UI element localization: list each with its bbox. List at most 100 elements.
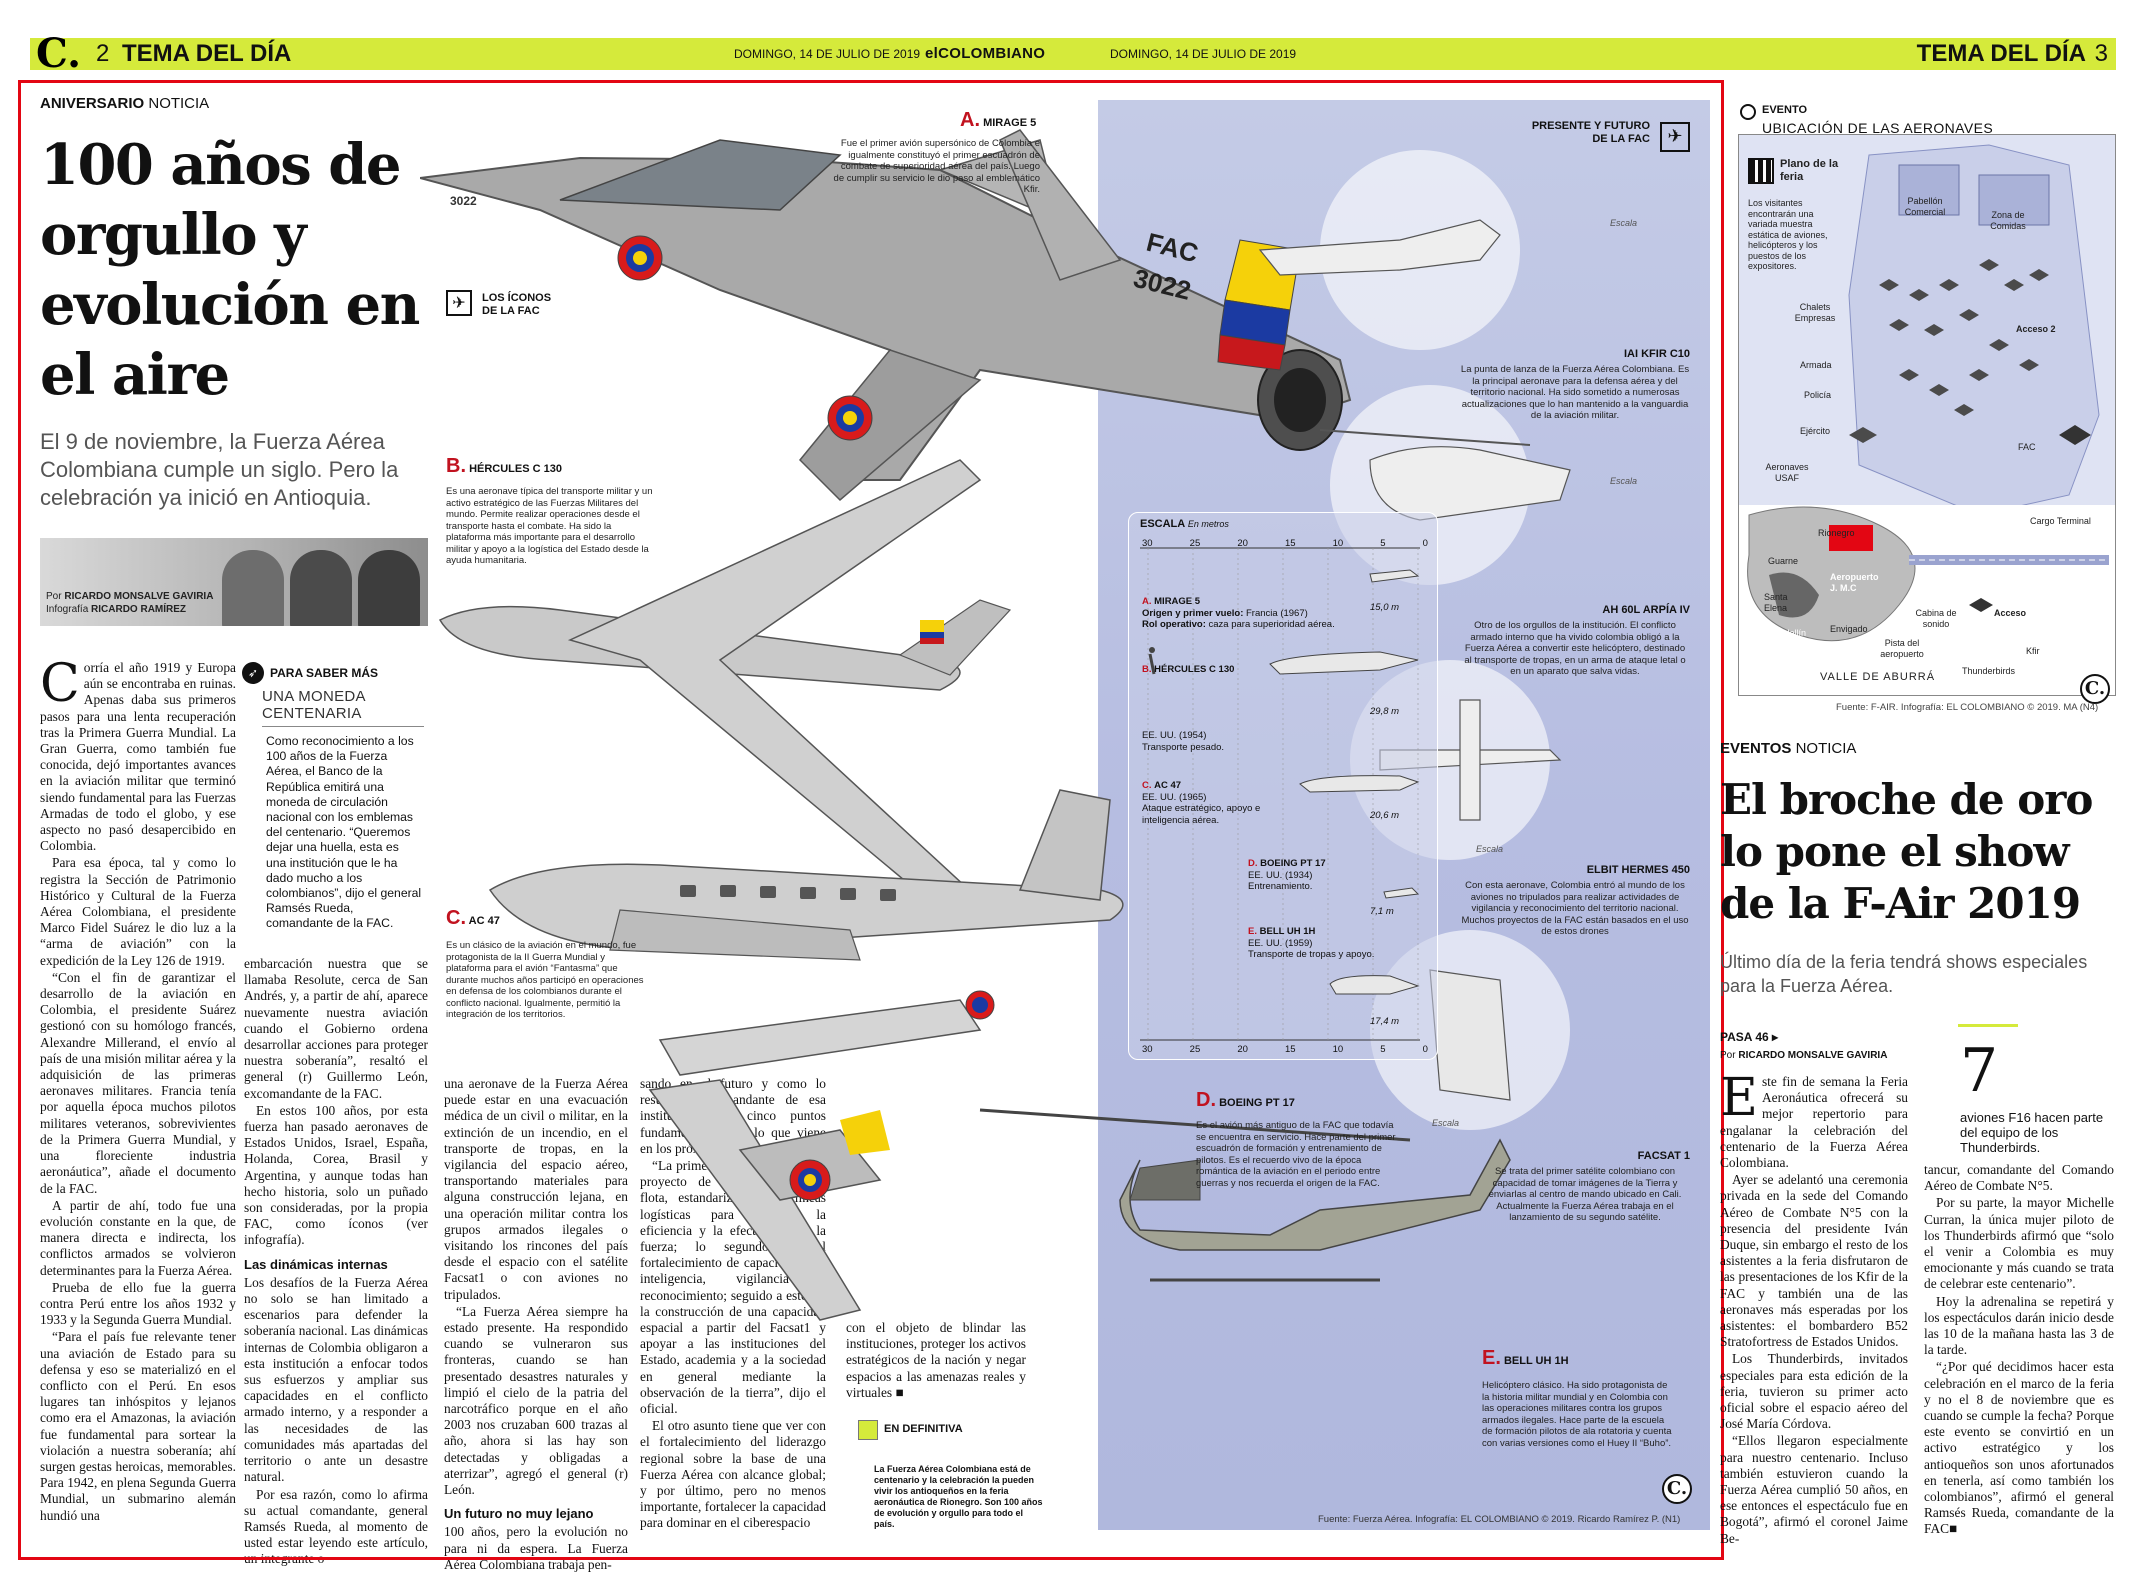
scale-letter: E. <box>1248 926 1257 937</box>
publisher-badge: C. <box>2080 674 2110 704</box>
scale-letter: B. <box>1142 664 1152 675</box>
event-article-subhead: Último día de la feria tendrá shows espe… <box>1720 952 2088 996</box>
author-photo <box>222 550 284 626</box>
map-label-acceso2: Acceso 2 <box>2016 324 2056 334</box>
en-definitiva-text: La Fuerza Aérea Colombiana está de cente… <box>874 1464 1043 1529</box>
scale-tick: 5 <box>1380 1044 1386 1055</box>
scale-line: EE. UU. (1954) <box>1142 730 1207 741</box>
scale-line: Transporte pesado. <box>1142 741 1225 753</box>
checker-icon <box>858 1420 878 1440</box>
newspaper-logo: C. <box>36 30 82 77</box>
arpia-title: AH 60L ARPÍA IV <box>1602 604 1690 616</box>
scale-entry-hercules-detail: EE. UU. (1954)Transporte pesado. <box>1142 730 1282 753</box>
map-label-santa-elena: Santa Elena <box>1764 592 1788 613</box>
article-column-3: una aeronave de la Fuerza Aérea puede es… <box>444 1076 628 1574</box>
event-icon <box>1740 104 1756 120</box>
hercules-caption: Es una aeronave típica del transporte mi… <box>446 486 653 566</box>
escala-label: Escala <box>1610 476 1638 486</box>
letter-b: B. <box>446 455 466 477</box>
scale-label: Rol operativo: <box>1142 619 1209 630</box>
byline-author: RICARDO MONSALVE GAVIRIA <box>1738 1050 1888 1061</box>
mirage-title: A. MIRAGE 5 <box>960 110 1036 130</box>
plan-title: Plano de la feria <box>1780 158 1839 183</box>
byline-photo: Por RICARDO MONSALVE GAVIRIA Infografía … <box>40 538 428 626</box>
scale-tick: 30 <box>1142 1044 1153 1055</box>
article-subhead: El 9 de noviembre, la Fuerza Aérea Colom… <box>40 429 399 510</box>
event-kicker: EVENTO <box>1762 104 1808 116</box>
section-title-right: TEMA DEL DÍA <box>1916 40 2086 67</box>
scale-length: 20,6 m <box>1370 810 1400 821</box>
mirage-caption: Fue el primer avión supersónico de Colom… <box>833 138 1040 195</box>
date-right: DOMINGO, 14 DE JULIO DE 2019 <box>1110 47 1297 61</box>
jet-tail-number: 3022 <box>450 194 477 208</box>
scale-tick: 20 <box>1237 538 1248 549</box>
scale-length: 17,4 m <box>1370 1016 1400 1027</box>
scale-line: EE. UU. (1965) <box>1142 791 1207 803</box>
paragraph: “La Fuerza Aérea siempre ha estado prese… <box>444 1303 628 1498</box>
event-map-title: UBICACIÓN DE LAS AERONAVES <box>1762 120 1994 136</box>
scale-units: En metros <box>1187 519 1229 529</box>
infographic-source: Fuente: Fuerza Aérea. Infografía: EL COL… <box>1318 1514 1681 1525</box>
escala-label: Escala <box>1610 218 1638 228</box>
jet-icon: ✈ <box>1660 122 1690 152</box>
scale-entry-pt17: D. BOEING PT 17 EE. UU. (1934)Entrenamie… <box>1248 858 1378 893</box>
map-label-acceso: Acceso <box>1994 608 2027 618</box>
scale-tick: 10 <box>1332 538 1344 549</box>
fair-map <box>1738 134 2116 696</box>
paragraph: “Ellos llegaron especialmente para nuest… <box>1720 1433 1908 1546</box>
paragraph: una aeronave de la Fuerza Aérea puede es… <box>444 1076 628 1302</box>
scale-letter: A. <box>1142 596 1152 607</box>
scale-length: 29,8 m <box>1370 706 1400 717</box>
byline-author: RICARDO MONSALVE GAVIRIA <box>64 591 214 602</box>
hermes-caption: Con esta aeronave, Colombia entró al mun… <box>1461 880 1689 937</box>
map-label-usaf: Aeronaves USAF <box>1765 462 1809 483</box>
ac47-title: C. AC 47 <box>446 908 500 928</box>
uh1h-title-text: BELL UH 1H <box>1503 1355 1569 1367</box>
big-number-caption: aviones F16 hacen parte del equipo de lo… <box>1960 1110 2104 1155</box>
scale-entry-uh1h: E. BELL UH 1H EE. UU. (1959)Transporte d… <box>1248 926 1428 961</box>
scale-tick: 25 <box>1189 1044 1201 1055</box>
paragraph: Hoy la adrenalina se repetirá y los espe… <box>1924 1293 2114 1358</box>
article-column-2: embarcación nuestra que se llamaba Resol… <box>244 956 428 1569</box>
scale-entry-ac47: C. AC 47 EE. UU. (1965)Ataque estratégic… <box>1142 780 1272 826</box>
paragraph-text: ste fin de semana la Feria Aeronáutica o… <box>1720 1074 1908 1171</box>
scale-line: Ataque estratégico, apoyo e inteligencia… <box>1142 803 1261 826</box>
author-photo <box>290 550 352 626</box>
paragraph: Ayer se adelantó una ceremonia privada e… <box>1720 1172 1908 1350</box>
arpia-caption: Otro de los orgullos de la institución. … <box>1464 620 1686 677</box>
fair-map-drawing <box>1739 135 2115 695</box>
scale-title: ESCALA En metros <box>1140 518 1229 530</box>
future-title: PRESENTE Y FUTURO DE LA FAC <box>1531 120 1650 145</box>
arpia-silhouette <box>1369 446 1571 521</box>
paragraph: Para esa época, tal y como lo registra l… <box>40 855 236 968</box>
map-label-chalets: Chalets Empresas <box>1794 302 1836 323</box>
event-byline: Por RICARDO MONSALVE GAVIRIA <box>1720 1050 1887 1061</box>
scale-line: Transporte de tropas y apoyo. <box>1248 949 1375 960</box>
scale-tick: 0 <box>1422 538 1428 549</box>
scale-title-text: ESCALA <box>1140 518 1185 530</box>
map-label-cabina: Cabina de sonido <box>1915 608 1957 629</box>
scale-entry-mirage: A. MIRAGE 5 Origen y primer vuelo: Franc… <box>1142 596 1372 631</box>
scale-ruler <box>1140 547 1420 1041</box>
scale-tick: 15 <box>1284 538 1296 549</box>
scale-name: AC 47 <box>1154 780 1182 791</box>
scale-tick: 5 <box>1380 538 1386 549</box>
scale-tick: 10 <box>1332 1044 1344 1055</box>
pt17-title-text: BOEING PT 17 <box>1219 1097 1295 1109</box>
aircraft-illustrations: FAC 3022 3022 <box>420 129 1571 1321</box>
paragraph: “Con el fin de garantizar el desarrollo … <box>40 969 236 1196</box>
pt17-title: D. BOEING PT 17 <box>1196 1090 1295 1110</box>
byline-infographer: RICARDO RAMÍREZ <box>91 604 187 615</box>
hercules-title-text: HÉRCULES C 130 <box>469 463 562 475</box>
map-label-kfir: Kfir <box>2026 646 2040 656</box>
map-label-fac: FAC <box>2018 442 2036 452</box>
ac47-caption: Es un clásico de la aviación en el mundo… <box>446 940 644 1020</box>
kfir-silhouette <box>1258 219 1501 276</box>
icons-title: LOS ÍCONOS DE LA FAC <box>482 292 552 317</box>
section-subheading: Un futuro no muy lejano <box>444 1506 594 1522</box>
map-label-rionegro: Rionegro <box>1818 528 1855 538</box>
scale-tick: 0 <box>1422 1044 1428 1055</box>
